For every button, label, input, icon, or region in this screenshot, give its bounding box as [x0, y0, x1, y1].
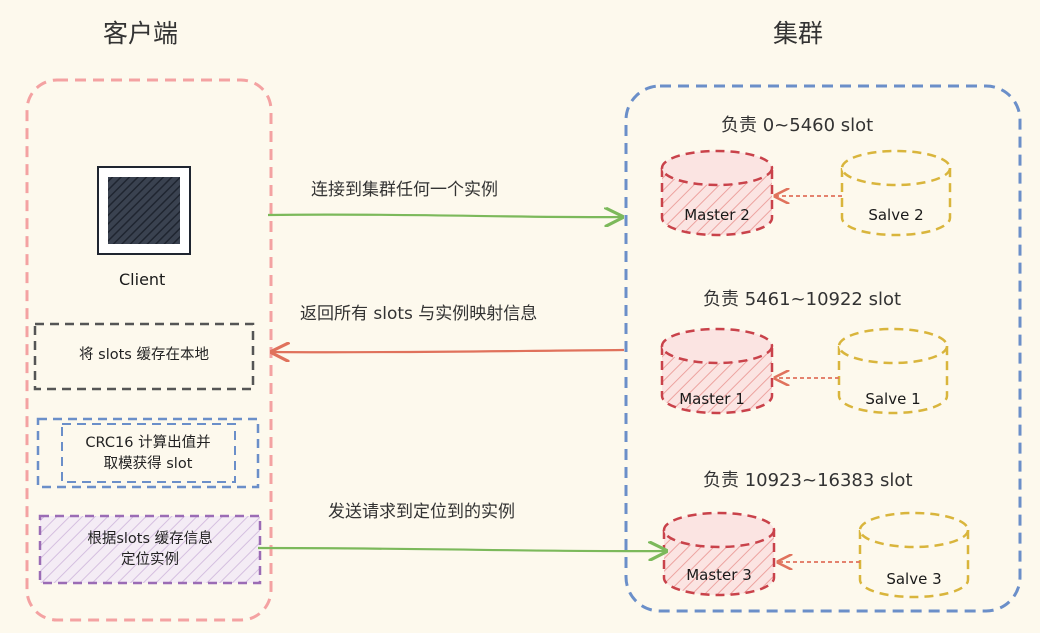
master-3-label: Master 3: [686, 566, 752, 584]
send-request-arrow: [257, 548, 666, 551]
client-computer-icon: [97, 166, 191, 255]
slave-2-label: Salve 2: [868, 206, 924, 224]
master-2-node: [660, 149, 774, 237]
slave-3-label: Salve 3: [886, 570, 942, 588]
return-slots-arrow-label: 返回所有 slots 与实例映射信息: [300, 304, 538, 324]
route-step-label-line2: 定位实例: [121, 552, 179, 568]
master-1-node: [660, 327, 774, 415]
hash-step-label-line2: 取模获得 slot: [103, 456, 193, 472]
route-step-label-line1: 根据slots 缓存信息: [87, 531, 213, 547]
cache-step-label: 将 slots 缓存在本地: [79, 347, 209, 363]
hash-step-box: [36, 417, 260, 489]
hash-step-label-line1: CRC16 计算出值并: [85, 435, 211, 451]
send-request-arrow-label: 发送请求到定位到的实例: [328, 502, 515, 522]
slot-range-label-1: 负责 0~5460 slot: [721, 115, 874, 136]
client-heading: 客户端: [103, 19, 179, 48]
slave-2-node: [840, 149, 952, 237]
cluster-container: [624, 84, 1022, 613]
slave-3-node: [858, 511, 970, 599]
master-2-label: Master 2: [684, 206, 750, 224]
slave-1-label: Salve 1: [865, 390, 921, 408]
cache-step-box: [33, 322, 255, 391]
client-label: Client: [119, 270, 166, 289]
slave-1-node: [837, 327, 949, 415]
route-step-box: [38, 514, 262, 585]
connect-arrow-label: 连接到集群任何一个实例: [311, 180, 498, 200]
cluster-heading: 集群: [773, 19, 824, 48]
slot-range-label-3: 负责 10923~16383 slot: [703, 470, 913, 491]
slot-range-label-2: 负责 5461~10922 slot: [703, 289, 902, 310]
connect-arrow: [267, 215, 622, 218]
return-slots-arrow: [272, 350, 625, 352]
master-1-label: Master 1: [679, 390, 745, 408]
master-3-node: [662, 511, 776, 597]
